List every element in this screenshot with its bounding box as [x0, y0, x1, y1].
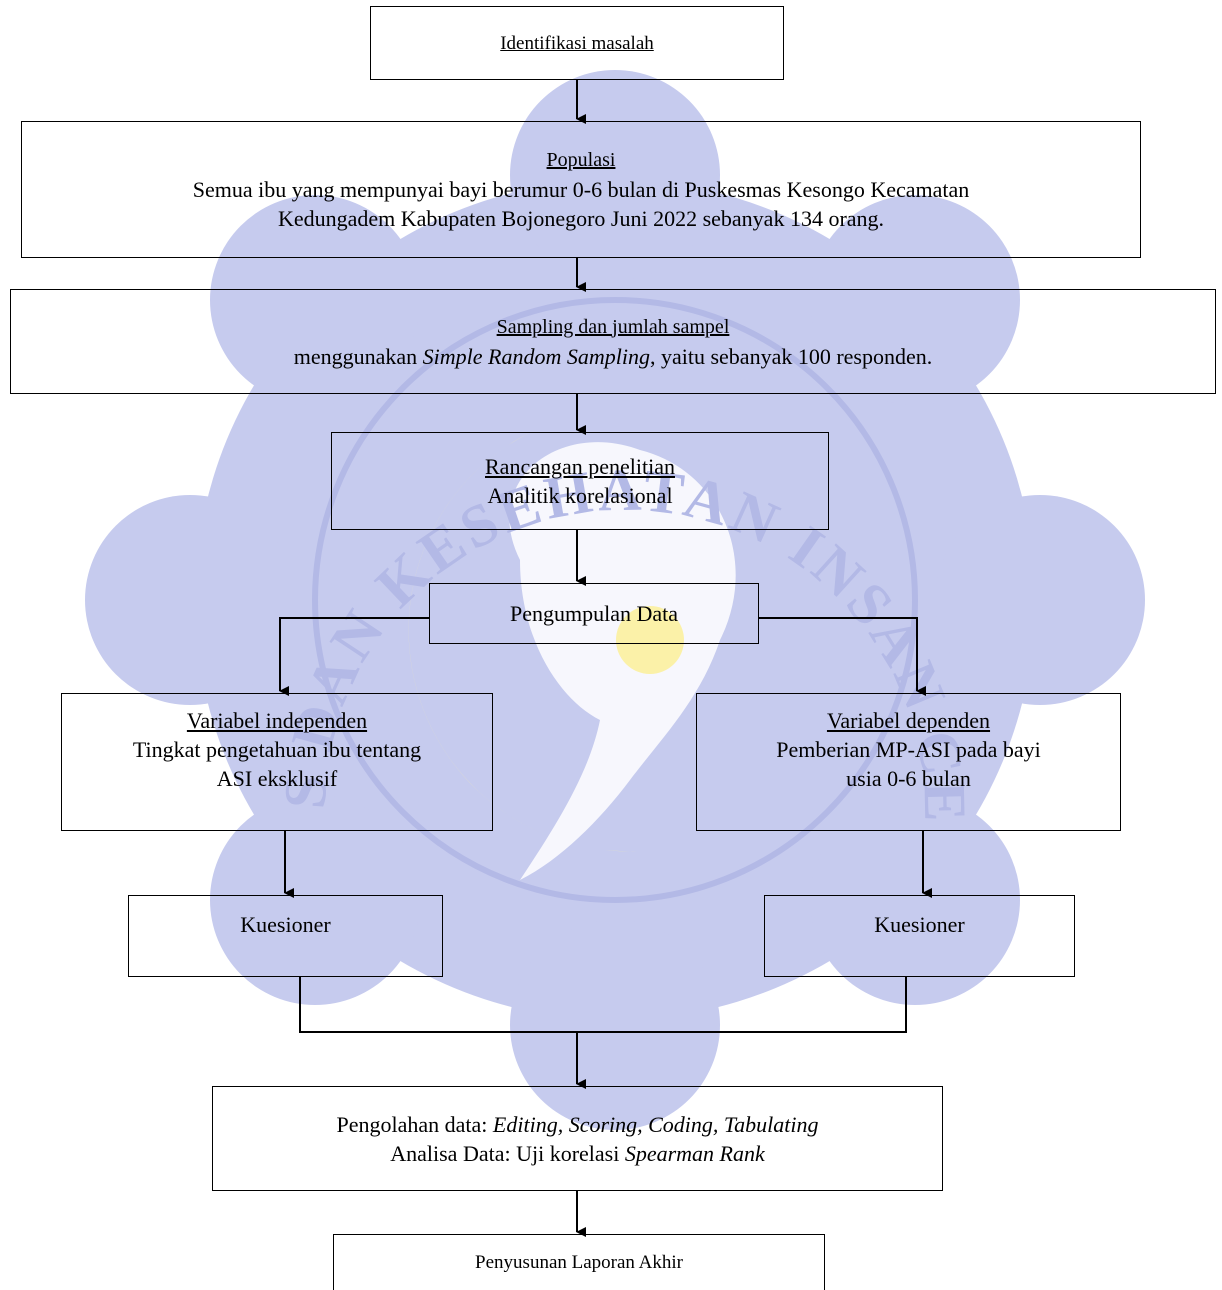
populasi-line2: Kedungadem Kabupaten Bojonegoro Juni 202… [277, 206, 885, 231]
rancangan-text: Analitik korelasional [487, 483, 673, 508]
sampling-text: menggunakan Simple Random Sampling, yait… [293, 343, 933, 369]
dependen-line1: Pemberian MP-ASI pada bayi [776, 737, 1041, 762]
pengolahan-test: Spearman Rank [624, 1140, 765, 1166]
box-kuesioner-right: Kuesioner [764, 895, 1075, 977]
watermark-dot [616, 606, 684, 674]
pengumpulan-title: Pengumpulan Data [509, 601, 679, 626]
rancangan-title: Rancangan penelitian [485, 454, 675, 479]
populasi-title: Populasi [546, 149, 616, 171]
box-rancangan-penelitian: Rancangan penelitian Analitik korelasion… [331, 432, 829, 530]
watermark-badge [85, 70, 1145, 1130]
sampling-method: Simple Random Sampling [422, 343, 650, 369]
kuesioner-left-title: Kuesioner [240, 912, 331, 937]
arrow-pengumpulan-independen [279, 617, 429, 696]
box-variabel-independen: Variabel independen Tingkat pengetahuan … [61, 693, 493, 831]
sampling-title: Sampling dan jumlah sampel [496, 315, 730, 338]
independen-line1: Tingkat pengetahuan ibu tentang [132, 737, 422, 762]
dependen-title: Variabel dependen [826, 708, 991, 733]
arrow-pengumpulan-dependen [759, 617, 926, 696]
box-pengolahan-data: Pengolahan data: Editing, Scoring, Codin… [212, 1086, 943, 1191]
merge-line [299, 977, 907, 1033]
laporan-title: Penyusunan Laporan Akhir [475, 1252, 683, 1273]
box-pengumpulan-data: Pengumpulan Data [429, 583, 759, 644]
box-kuesioner-left: Kuesioner [128, 895, 443, 977]
box-populasi: Populasi Semua ibu yang mempunyai bayi b… [21, 121, 1141, 258]
box-variabel-dependen: Variabel dependen Pemberian MP-ASI pada … [696, 693, 1121, 831]
independen-line2: ASI eksklusif [216, 766, 338, 791]
box-penyusunan-laporan: Penyusunan Laporan Akhir [333, 1234, 825, 1290]
pengolahan-line2: Analisa Data: Uji korelasi Spearman Rank [390, 1140, 765, 1166]
watermark-leaf [509, 442, 736, 880]
dependen-line2: usia 0-6 bulan [846, 766, 971, 791]
kuesioner-right-title: Kuesioner [874, 912, 965, 937]
populasi-line1: Semua ibu yang mempunyai bayi berumur 0-… [192, 177, 970, 202]
pengolahan-steps: Editing, Scoring, Coding, Tabulating [492, 1111, 819, 1137]
box-sampling: Sampling dan jumlah sampel menggunakan S… [10, 289, 1216, 394]
identifikasi-title: Identifikasi masalah [500, 32, 654, 54]
independen-title: Variabel independen [186, 708, 368, 733]
box-identifikasi-masalah: Identifikasi masalah [370, 6, 784, 80]
watermark-ring [312, 297, 918, 903]
pengolahan-line1: Pengolahan data: Editing, Scoring, Codin… [336, 1111, 819, 1137]
